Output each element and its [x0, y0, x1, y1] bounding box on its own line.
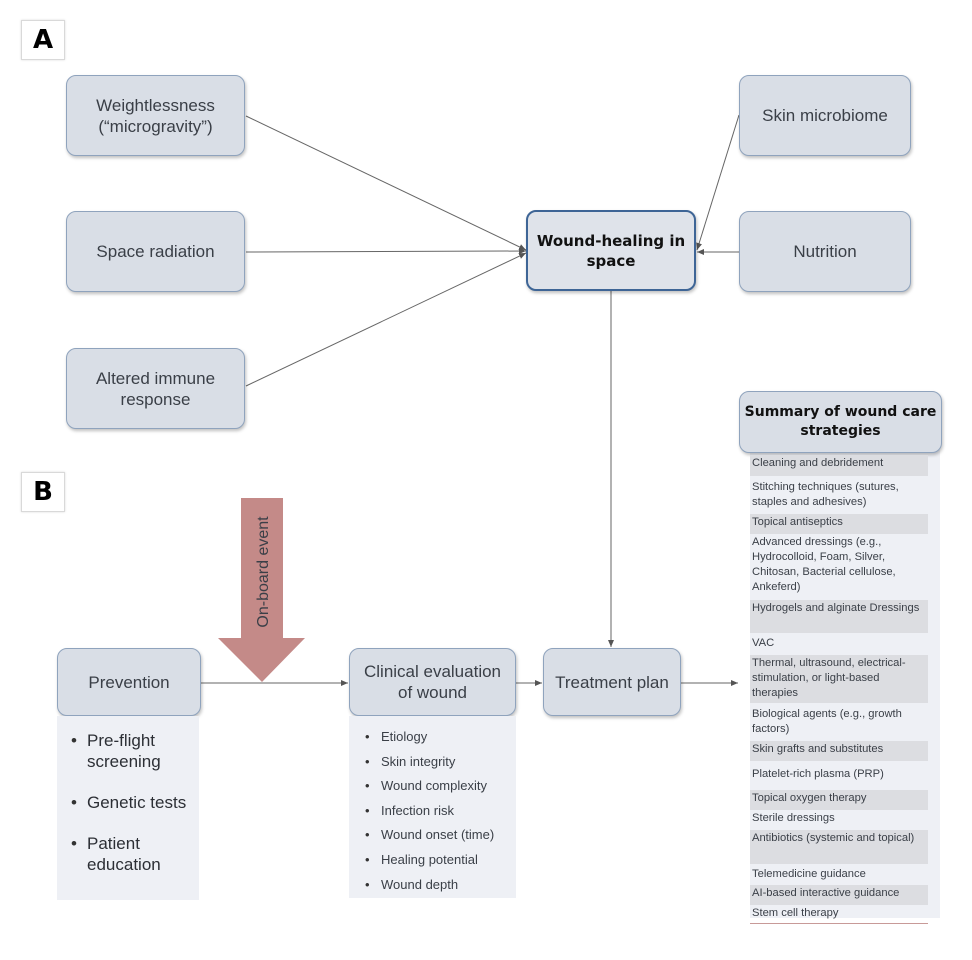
strategy-item: Advanced dressings (e.g., Hydrocolloid, …	[752, 536, 896, 593]
node-space-radiation: Space radiation	[66, 211, 245, 292]
edge-weightlessness-center	[245, 115, 527, 251]
clinical-item: Skin integrity	[365, 754, 508, 770]
edge-immune-center	[245, 252, 527, 387]
prevention-item: Pre-flight screening	[71, 730, 189, 772]
node-treatment-plan: Treatment plan	[543, 648, 681, 716]
onboard-event-label: On-board event	[255, 516, 272, 628]
node-skin-microbiome: Skin microbiome	[739, 75, 911, 156]
node-prevention: Prevention	[57, 648, 201, 716]
panel-label-a: A	[21, 20, 65, 60]
clinical-item: Etiology	[365, 729, 508, 745]
node-clinical-evaluation: Clinical evaluation of wound	[349, 648, 516, 716]
strategy-item: Platelet-rich plasma (PRP)	[752, 768, 884, 780]
clinical-list: Etiology Skin integrity Wound complexity…	[349, 716, 516, 898]
strategy-item: Sterile dressings	[752, 812, 835, 824]
clinical-item: Infection risk	[365, 803, 508, 819]
strategy-item: Telemedicine guidance	[752, 868, 866, 880]
panel-label-b: B	[21, 472, 65, 512]
strategy-item: Stitching techniques (sutures, staples a…	[752, 481, 899, 508]
strategy-item: Cleaning and debridement	[750, 455, 928, 476]
summary-bottom-rule	[750, 923, 928, 924]
clinical-item: Healing potential	[365, 852, 508, 868]
edge-radiation-center	[245, 248, 527, 255]
strategy-item: Hydrogels and alginate Dressings	[750, 600, 928, 633]
prevention-list: Pre-flight screening Genetic tests Patie…	[57, 716, 199, 900]
strategy-item: AI-based interactive guidance	[750, 885, 928, 905]
strategy-item: Biological agents (e.g., growth factors)	[752, 708, 902, 735]
node-wound-healing-in-space: Wound-healing in space	[526, 210, 696, 291]
clinical-item: Wound depth	[365, 877, 508, 893]
prevention-item: Patient education	[71, 833, 189, 875]
strategy-item: VAC	[752, 637, 775, 649]
clinical-item: Wound complexity	[365, 778, 508, 794]
clinical-item: Wound onset (time)	[365, 827, 508, 843]
onboard-event-arrow	[218, 498, 305, 682]
strategy-item: Antibiotics (systemic and topical)	[750, 830, 928, 864]
node-nutrition: Nutrition	[739, 211, 911, 292]
prevention-item: Genetic tests	[71, 792, 189, 813]
strategy-item: Topical oxygen therapy	[750, 790, 928, 810]
strategy-item: Topical antiseptics	[750, 514, 928, 534]
node-weightlessness: Weightlessness (“microgravity”)	[66, 75, 245, 156]
strategy-item: Thermal, ultrasound, electrical-stimulat…	[750, 655, 928, 703]
strategy-item: Skin grafts and substitutes	[750, 741, 928, 761]
strategy-item: Stem cell therapy	[752, 907, 839, 919]
node-altered-immune-response: Altered immune response	[66, 348, 245, 429]
summary-header: Summary of wound care strategies	[739, 391, 942, 453]
edge-microbiome-center	[696, 114, 740, 251]
